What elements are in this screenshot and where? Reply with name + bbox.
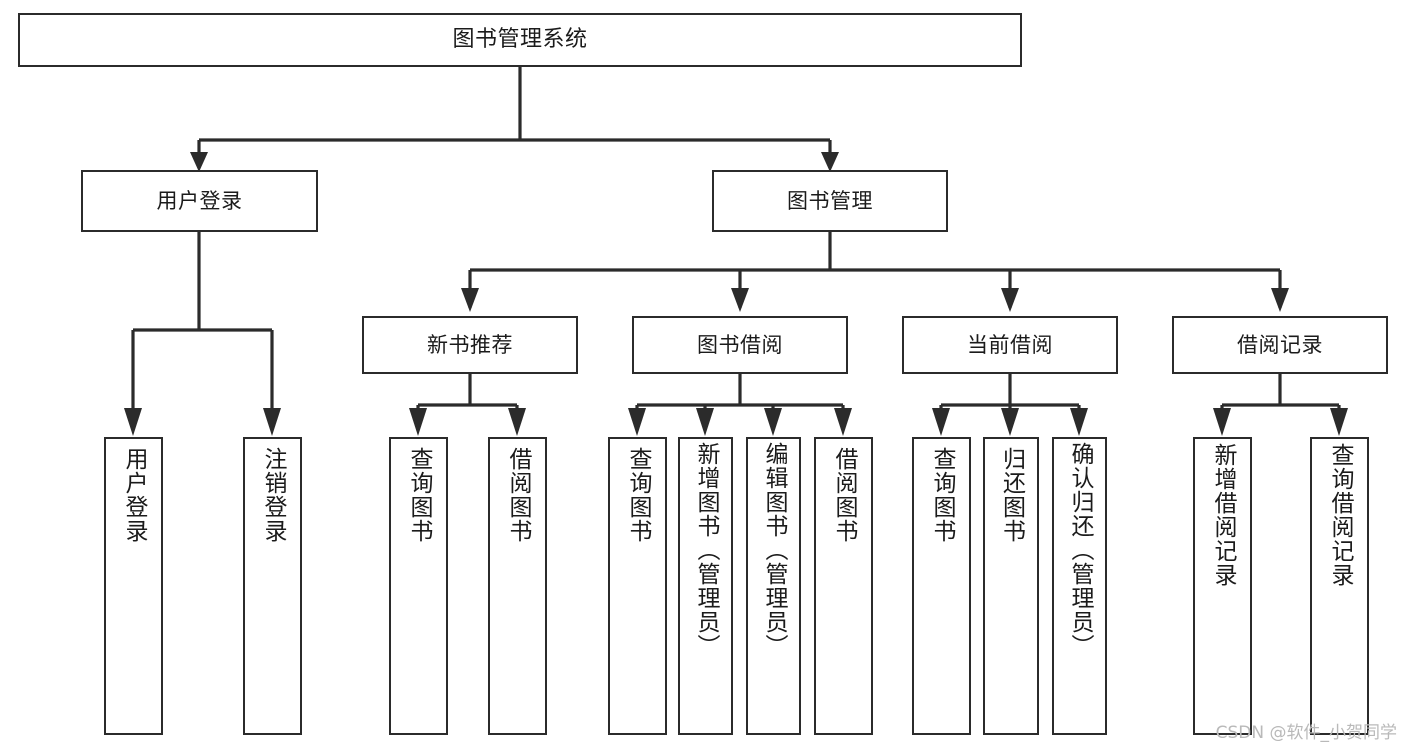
leaf-query-book-3[interactable]: 查询图书 xyxy=(912,437,971,735)
leaf-add-book-admin[interactable]: 新增图书（管理员） xyxy=(678,437,733,735)
leaf-edit-book-admin[interactable]: 编辑图书（管理员） xyxy=(746,437,801,735)
leaf-confirm-return-admin[interactable]: 确认归还（管理员） xyxy=(1052,437,1107,735)
leaf-user-login[interactable]: 用户登录 xyxy=(104,437,163,735)
node-label: 图书借阅 xyxy=(697,332,783,357)
leaf-borrow-book-2[interactable]: 借阅图书 xyxy=(814,437,873,735)
node-label: 用户登录 xyxy=(156,188,243,213)
node-label: 借阅记录 xyxy=(1237,332,1323,357)
leaf-add-borrow-record[interactable]: 新增借阅记录 xyxy=(1193,437,1252,735)
node-label: 查询借阅记录 xyxy=(1327,443,1353,587)
node-root-system[interactable]: 图书管理系统 xyxy=(18,13,1022,67)
node-book-management[interactable]: 图书管理 xyxy=(712,170,948,232)
node-label: 图书管理系统 xyxy=(452,27,588,53)
leaf-query-book-1[interactable]: 查询图书 xyxy=(389,437,448,735)
node-label: 注销登录 xyxy=(260,447,286,543)
node-borrow-record[interactable]: 借阅记录 xyxy=(1172,316,1388,374)
node-label: 新增图书（管理员） xyxy=(693,442,719,658)
node-current-borrow[interactable]: 当前借阅 xyxy=(902,316,1118,374)
node-label: 归还图书 xyxy=(998,447,1025,543)
node-new-book-recommend[interactable]: 新书推荐 xyxy=(362,316,578,374)
node-label: 确认归还（管理员） xyxy=(1067,442,1093,658)
node-label: 借阅图书 xyxy=(505,447,531,543)
node-label: 图书管理 xyxy=(787,188,873,213)
node-label: 编辑图书（管理员） xyxy=(761,442,787,658)
csdn-watermark: CSDN @软件_小贺同学 xyxy=(1215,723,1397,743)
node-label: 查询图书 xyxy=(625,447,651,543)
node-user-login[interactable]: 用户登录 xyxy=(81,170,318,232)
leaf-logout[interactable]: 注销登录 xyxy=(243,437,302,735)
node-book-borrow[interactable]: 图书借阅 xyxy=(632,316,848,374)
node-label: 查询图书 xyxy=(406,447,432,543)
node-label: 用户登录 xyxy=(121,447,147,543)
node-label: 新书推荐 xyxy=(427,332,513,357)
leaf-borrow-book-1[interactable]: 借阅图书 xyxy=(488,437,547,735)
node-label: 当前借阅 xyxy=(967,332,1053,357)
node-label: 查询图书 xyxy=(929,447,955,543)
leaf-query-borrow-record[interactable]: 查询借阅记录 xyxy=(1310,437,1369,735)
node-label: 新增借阅记录 xyxy=(1210,443,1236,587)
node-label: 借阅图书 xyxy=(831,447,857,543)
leaf-return-book[interactable]: 归还图书 xyxy=(983,437,1039,735)
leaf-query-book-2[interactable]: 查询图书 xyxy=(608,437,667,735)
